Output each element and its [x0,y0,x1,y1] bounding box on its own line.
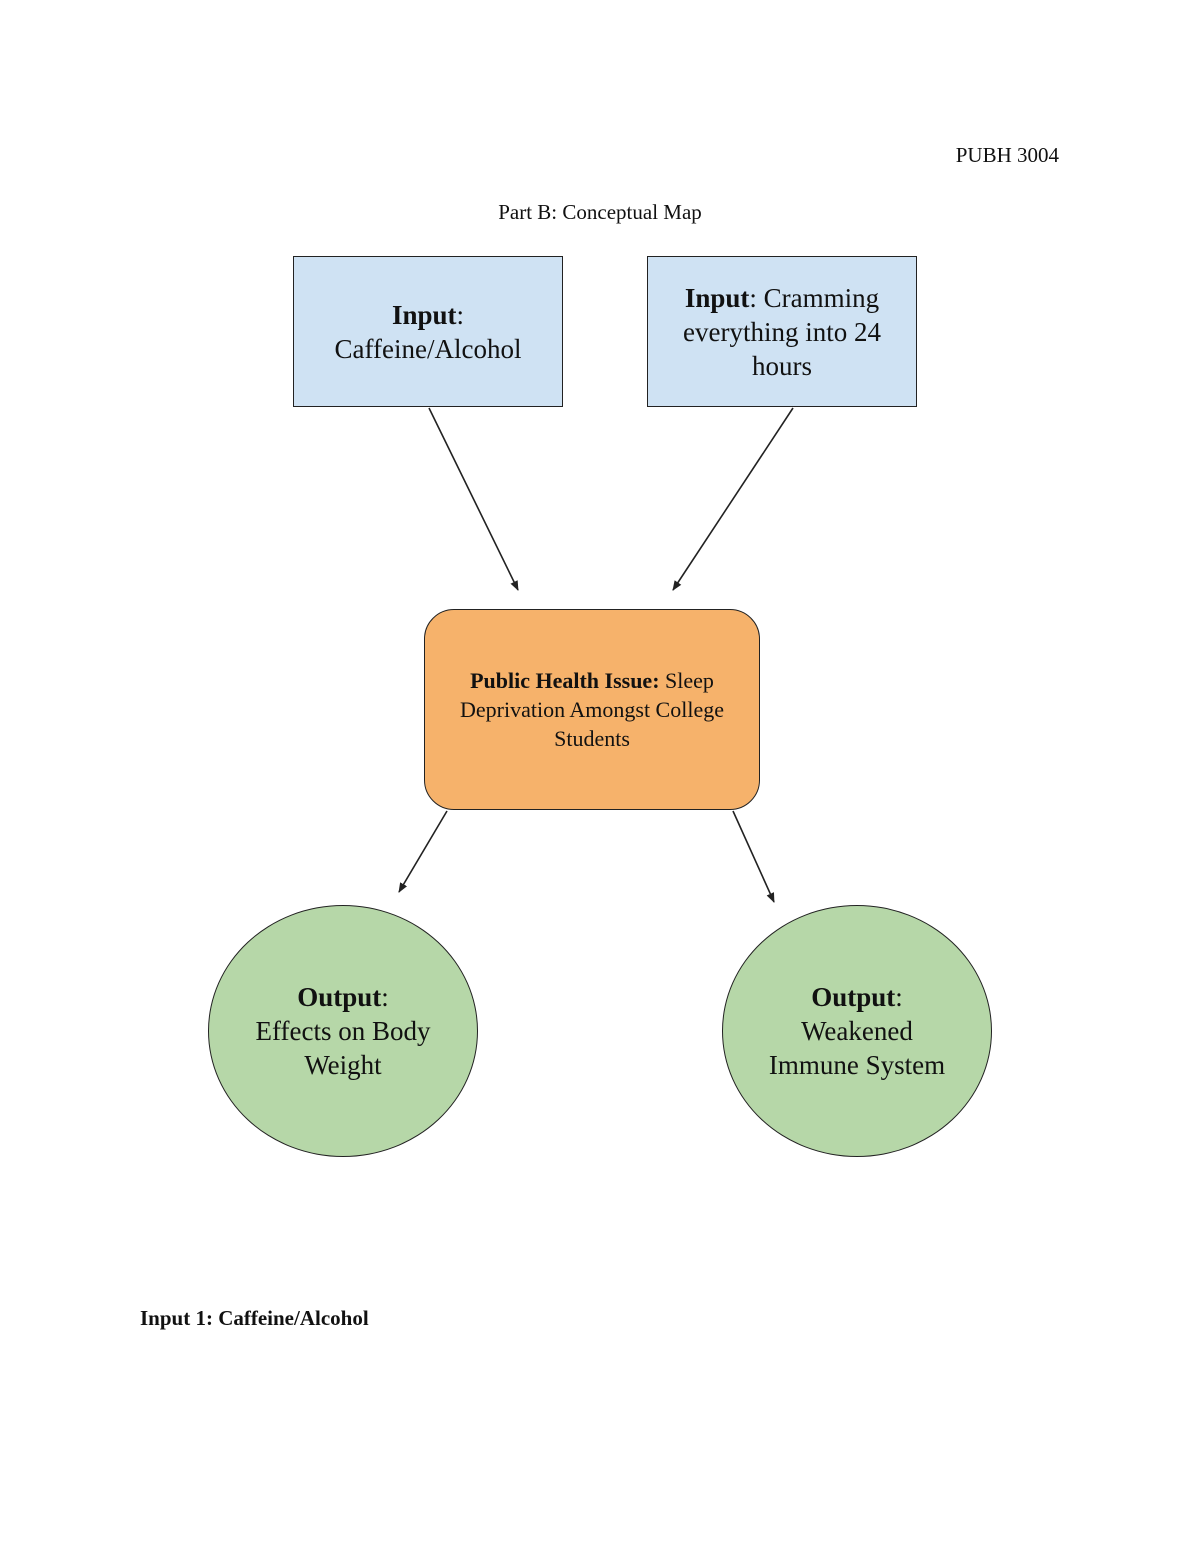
output-2-value: Weakened Immune System [768,1016,946,1080]
course-code: PUBH 3004 [955,143,1059,167]
section-heading-input-1: Input 1: Caffeine/Alcohol [140,1306,369,1330]
issue-label: Public Health Issue: [470,668,660,693]
output-node-immune-system: Output: Weakened Immune System [722,905,992,1157]
input-2-value: Cramming everything into 24 hours [683,282,881,381]
arrow-input2-to-issue [672,407,794,591]
input-node-caffeine-alcohol: Input: Caffeine/Alcohol [293,256,563,407]
issue-value: Sleep Deprivation Amongst College Studen… [460,668,724,751]
input-1-label: Input [391,299,457,330]
output-1-text: Output: Effects on Body Weight [255,982,431,1080]
arrow-issue-to-output2 [732,810,775,903]
input-1-text: Input: Caffeine/Alcohol [334,299,522,364]
output-node-body-weight: Output: Effects on Body Weight [208,905,478,1157]
input-1-value: Caffeine/Alcohol [334,333,522,364]
input-node-cramming: Input: Cramming everything into 24 hours [647,256,917,407]
output-1-value: Effects on Body Weight [255,1016,431,1080]
issue-text: Public Health Issue: Sleep Deprivation A… [445,666,739,753]
arrow-input1-to-issue [428,407,519,591]
input-2-label: Input [684,282,750,313]
output-2-text: Output: Weakened Immune System [768,982,946,1080]
output-1-label: Output [297,982,382,1012]
page-title: Part B: Conceptual Map [498,200,702,224]
output-2-label: Output [811,982,896,1012]
arrow-issue-to-output1 [398,810,448,893]
input-2-text: Input: Cramming everything into 24 hours [683,282,881,381]
public-health-issue-node: Public Health Issue: Sleep Deprivation A… [424,609,760,810]
